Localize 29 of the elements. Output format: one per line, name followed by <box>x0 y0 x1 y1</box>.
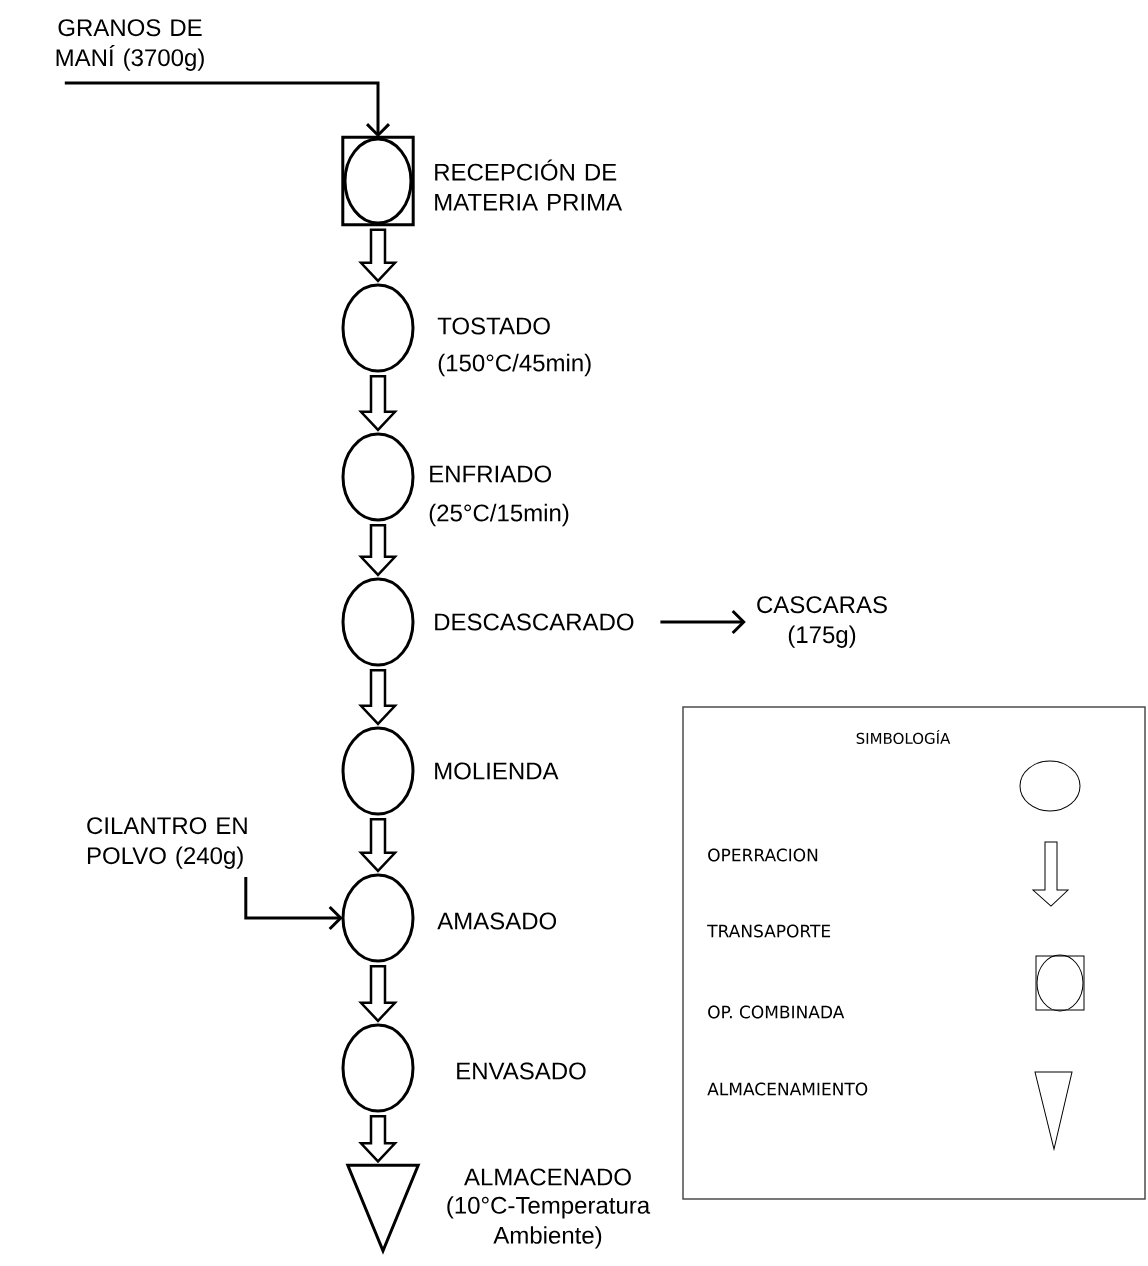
arrow <box>660 609 746 635</box>
transport-arrow <box>358 374 398 432</box>
step-label: (150°C/45min) <box>438 353 591 377</box>
step-label: TOSTADO <box>437 317 550 335</box>
legend-text: OP. COMBINADA <box>708 1005 845 1019</box>
step-label: AMASADO <box>437 912 557 930</box>
transport-arrow <box>358 523 398 577</box>
step-label: ENFRIADO <box>430 465 552 483</box>
input-label: GRANOS DE MANÍ (3700g) <box>56 19 204 71</box>
input-label: CILANTRO EN POLVO (240g) <box>87 817 247 869</box>
transport-arrow <box>358 964 398 1023</box>
arrow <box>244 877 343 931</box>
transport-arrow <box>358 817 398 873</box>
transport-arrow <box>358 1114 398 1164</box>
legend-text: OPERRACION <box>708 848 818 862</box>
input-label: CASCARAS (175g) <box>757 596 887 648</box>
step-label: ALMACENADO <box>464 1168 631 1186</box>
step-label: MOLIENDA <box>435 762 559 780</box>
step-label: (10°C-Temperatura Ambiente) <box>447 1196 651 1249</box>
transport-arrow <box>358 668 398 726</box>
arrow <box>64 81 391 138</box>
step-label: DESCASCARADO <box>435 613 634 631</box>
legend-title: SIMBOLOGÍA <box>856 729 951 745</box>
legend-text: ALMACENAMIENTO <box>707 1082 868 1096</box>
step-label: ENVASADO <box>457 1062 586 1080</box>
step-label: (25°C/15min) <box>429 503 569 527</box>
step-label: RECEPCIÓN DE MATERIA PRIMA <box>435 159 623 211</box>
legend-text: TRANSAPORTE <box>707 924 831 938</box>
transport-arrow <box>358 228 398 283</box>
